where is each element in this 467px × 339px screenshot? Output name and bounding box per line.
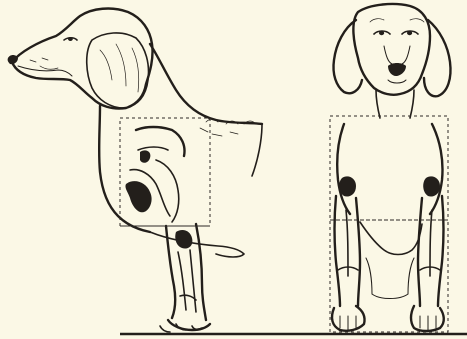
front-dog-chest [360,222,422,255]
front-dog-head [353,4,430,95]
front-dog-left-shoulder [337,124,350,214]
front-dog-muzzle [384,46,410,64]
side-view-dashed-box [120,118,210,226]
front-dog-mouth [388,80,406,83]
front-dog-pupil-left [379,31,384,35]
side-dog-scapula-inner [138,147,168,150]
side-dog-pupil [68,37,73,41]
side-dog-head [12,9,153,109]
front-dog-right-radius [430,210,432,276]
front-dog-left-toes [340,316,356,330]
front-dog-right-forearm-inner [418,198,422,306]
side-dog-nose [8,55,18,64]
front-dog-right-shoulder [430,124,443,214]
front-dog-brow [370,19,424,22]
side-dog-elbow [175,230,192,249]
front-view-dog [330,4,451,332]
side-dog-body-edge [252,124,262,176]
front-dog-right-paw [411,306,444,331]
front-view-dashed-box-upper [330,116,448,220]
side-dog-ear-texture-2 [116,44,126,86]
side-dog-radius [178,252,186,310]
front-dog-right-toes [420,316,436,330]
side-dog-cheek-texture [40,66,58,69]
side-dog-neck-back [150,44,262,124]
side-dog-fur-texture-2 [200,128,238,136]
side-dog-dewclaw [160,326,170,332]
front-dog-chest-lower [372,294,408,299]
front-dog-nose [388,63,406,76]
front-dog-right-forearm-outer [438,196,444,306]
side-dog-shoulder-joint [140,150,150,162]
side-dog-ulna [190,250,196,312]
side-dog-ear-texture-3 [132,48,139,92]
front-dog-left-forearm-inner [356,198,360,306]
front-dog-left-radius [346,210,348,276]
side-dog-wrist [180,295,196,300]
side-dog-ear-texture [100,50,112,80]
side-dog-paw [168,320,210,330]
front-dog-inner-legs [366,258,414,294]
side-dog-humerus [125,181,151,212]
front-dog-right-elbow [423,176,440,196]
side-dog-chest-front [99,106,150,232]
front-dog-pupil-right [407,31,412,35]
side-dog-ear [87,33,149,108]
side-dog-whisker-dots [30,58,48,62]
front-dog-left-elbow [339,176,356,196]
side-dog-forearm-back [196,224,206,320]
side-view-dog [8,9,262,332]
front-dog-left-forearm-outer [335,196,341,306]
